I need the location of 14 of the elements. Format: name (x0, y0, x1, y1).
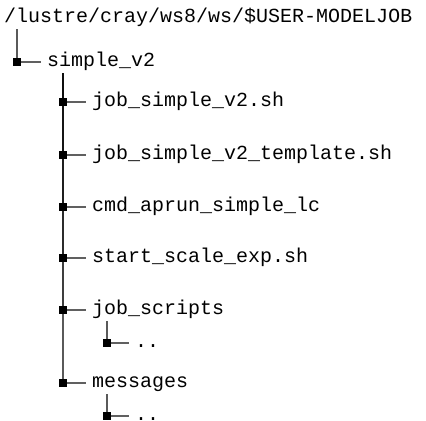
folder-entry: /lustre/cray/ws8/ws/$USER-MODELJOB (4, 7, 412, 29)
tree-connector (106, 321, 129, 344)
folder-entry: messages (92, 372, 188, 394)
folder-entry: job_scripts (92, 299, 224, 321)
folder-entry: simple_v2 (47, 51, 156, 73)
folder-entry: .. (135, 332, 160, 354)
tree-connector (62, 73, 86, 384)
tree-connector (106, 394, 129, 417)
folder-entry: job_simple_v2_template.sh (92, 144, 392, 166)
folder-entry: .. (135, 405, 160, 421)
folder-entry: cmd_aprun_simple_lc (92, 196, 320, 218)
tree-connector (16, 29, 41, 63)
folder-entry: job_simple_v2.sh (92, 91, 284, 113)
folder-entry: start_scale_exp.sh (92, 247, 308, 269)
